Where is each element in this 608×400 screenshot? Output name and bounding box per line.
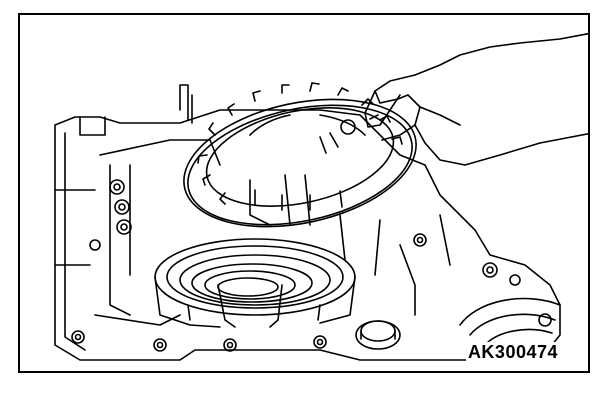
- bolt-bosses: [71, 179, 552, 352]
- filler-plug: [355, 320, 401, 350]
- hand: [364, 32, 588, 166]
- internal-webbing: [179, 84, 451, 316]
- figure-frame: AK300474: [18, 13, 590, 373]
- transmission-case: [54, 109, 561, 361]
- clutch-plate: [183, 82, 417, 228]
- figure-code: AK300474: [465, 342, 560, 363]
- bell-housing: [459, 274, 561, 346]
- technical-illustration: [54, 32, 588, 361]
- clutch-drum-bore: [154, 238, 356, 328]
